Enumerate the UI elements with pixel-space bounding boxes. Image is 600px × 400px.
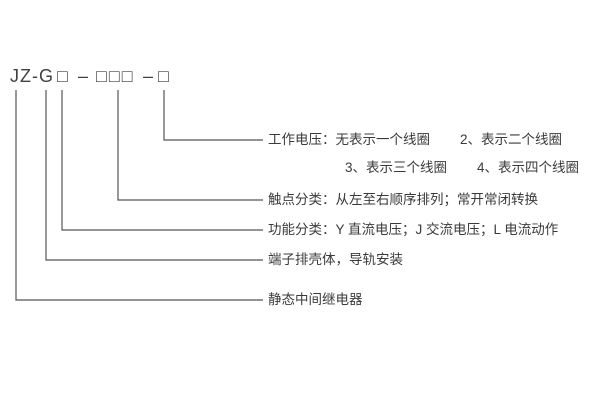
model-dash-1: – bbox=[78, 66, 90, 86]
model-code: JZ-G □ – □□□ – □ bbox=[0, 66, 600, 92]
label-terminal-housing: 端子排壳体，导轨安装 bbox=[268, 252, 403, 267]
leader-line-relay bbox=[15, 90, 263, 301]
label-static-intermediate-relay: 静态中间继电器 bbox=[268, 292, 363, 307]
label-working-voltage-part-c: 3、表示三个线圈 bbox=[345, 160, 448, 175]
leader-line-housing bbox=[45, 90, 263, 261]
model-voltage-box: □ bbox=[158, 66, 170, 86]
model-prefix-text: JZ-G bbox=[10, 66, 54, 86]
leader-line-voltage bbox=[163, 90, 263, 141]
model-dash-2: – bbox=[143, 66, 155, 86]
label-working-voltage-part-a: 工作电压：无表示一个线圈 bbox=[268, 132, 430, 147]
label-working-voltage-line1: 工作电压：无表示一个线圈 2、表示二个线圈 bbox=[268, 131, 562, 149]
leader-line-contacts bbox=[117, 90, 263, 201]
model-function-box: □ bbox=[57, 66, 69, 86]
label-contact-classification: 触点分类：从左至右顺序排列；常开常闭转换 bbox=[268, 192, 538, 207]
label-function-classification: 功能分类：Y 直流电压；J 交流电压；L 电流动作 bbox=[268, 222, 559, 237]
model-contacts-boxes: □□□ bbox=[96, 66, 135, 86]
label-working-voltage-part-d: 4、表示四个线圈 bbox=[477, 160, 580, 175]
leader-line-function bbox=[61, 90, 263, 231]
label-working-voltage-part-b: 2、表示二个线圈 bbox=[460, 132, 563, 147]
label-working-voltage-line2: 3、表示三个线圈 4、表示四个线圈 bbox=[345, 159, 579, 177]
